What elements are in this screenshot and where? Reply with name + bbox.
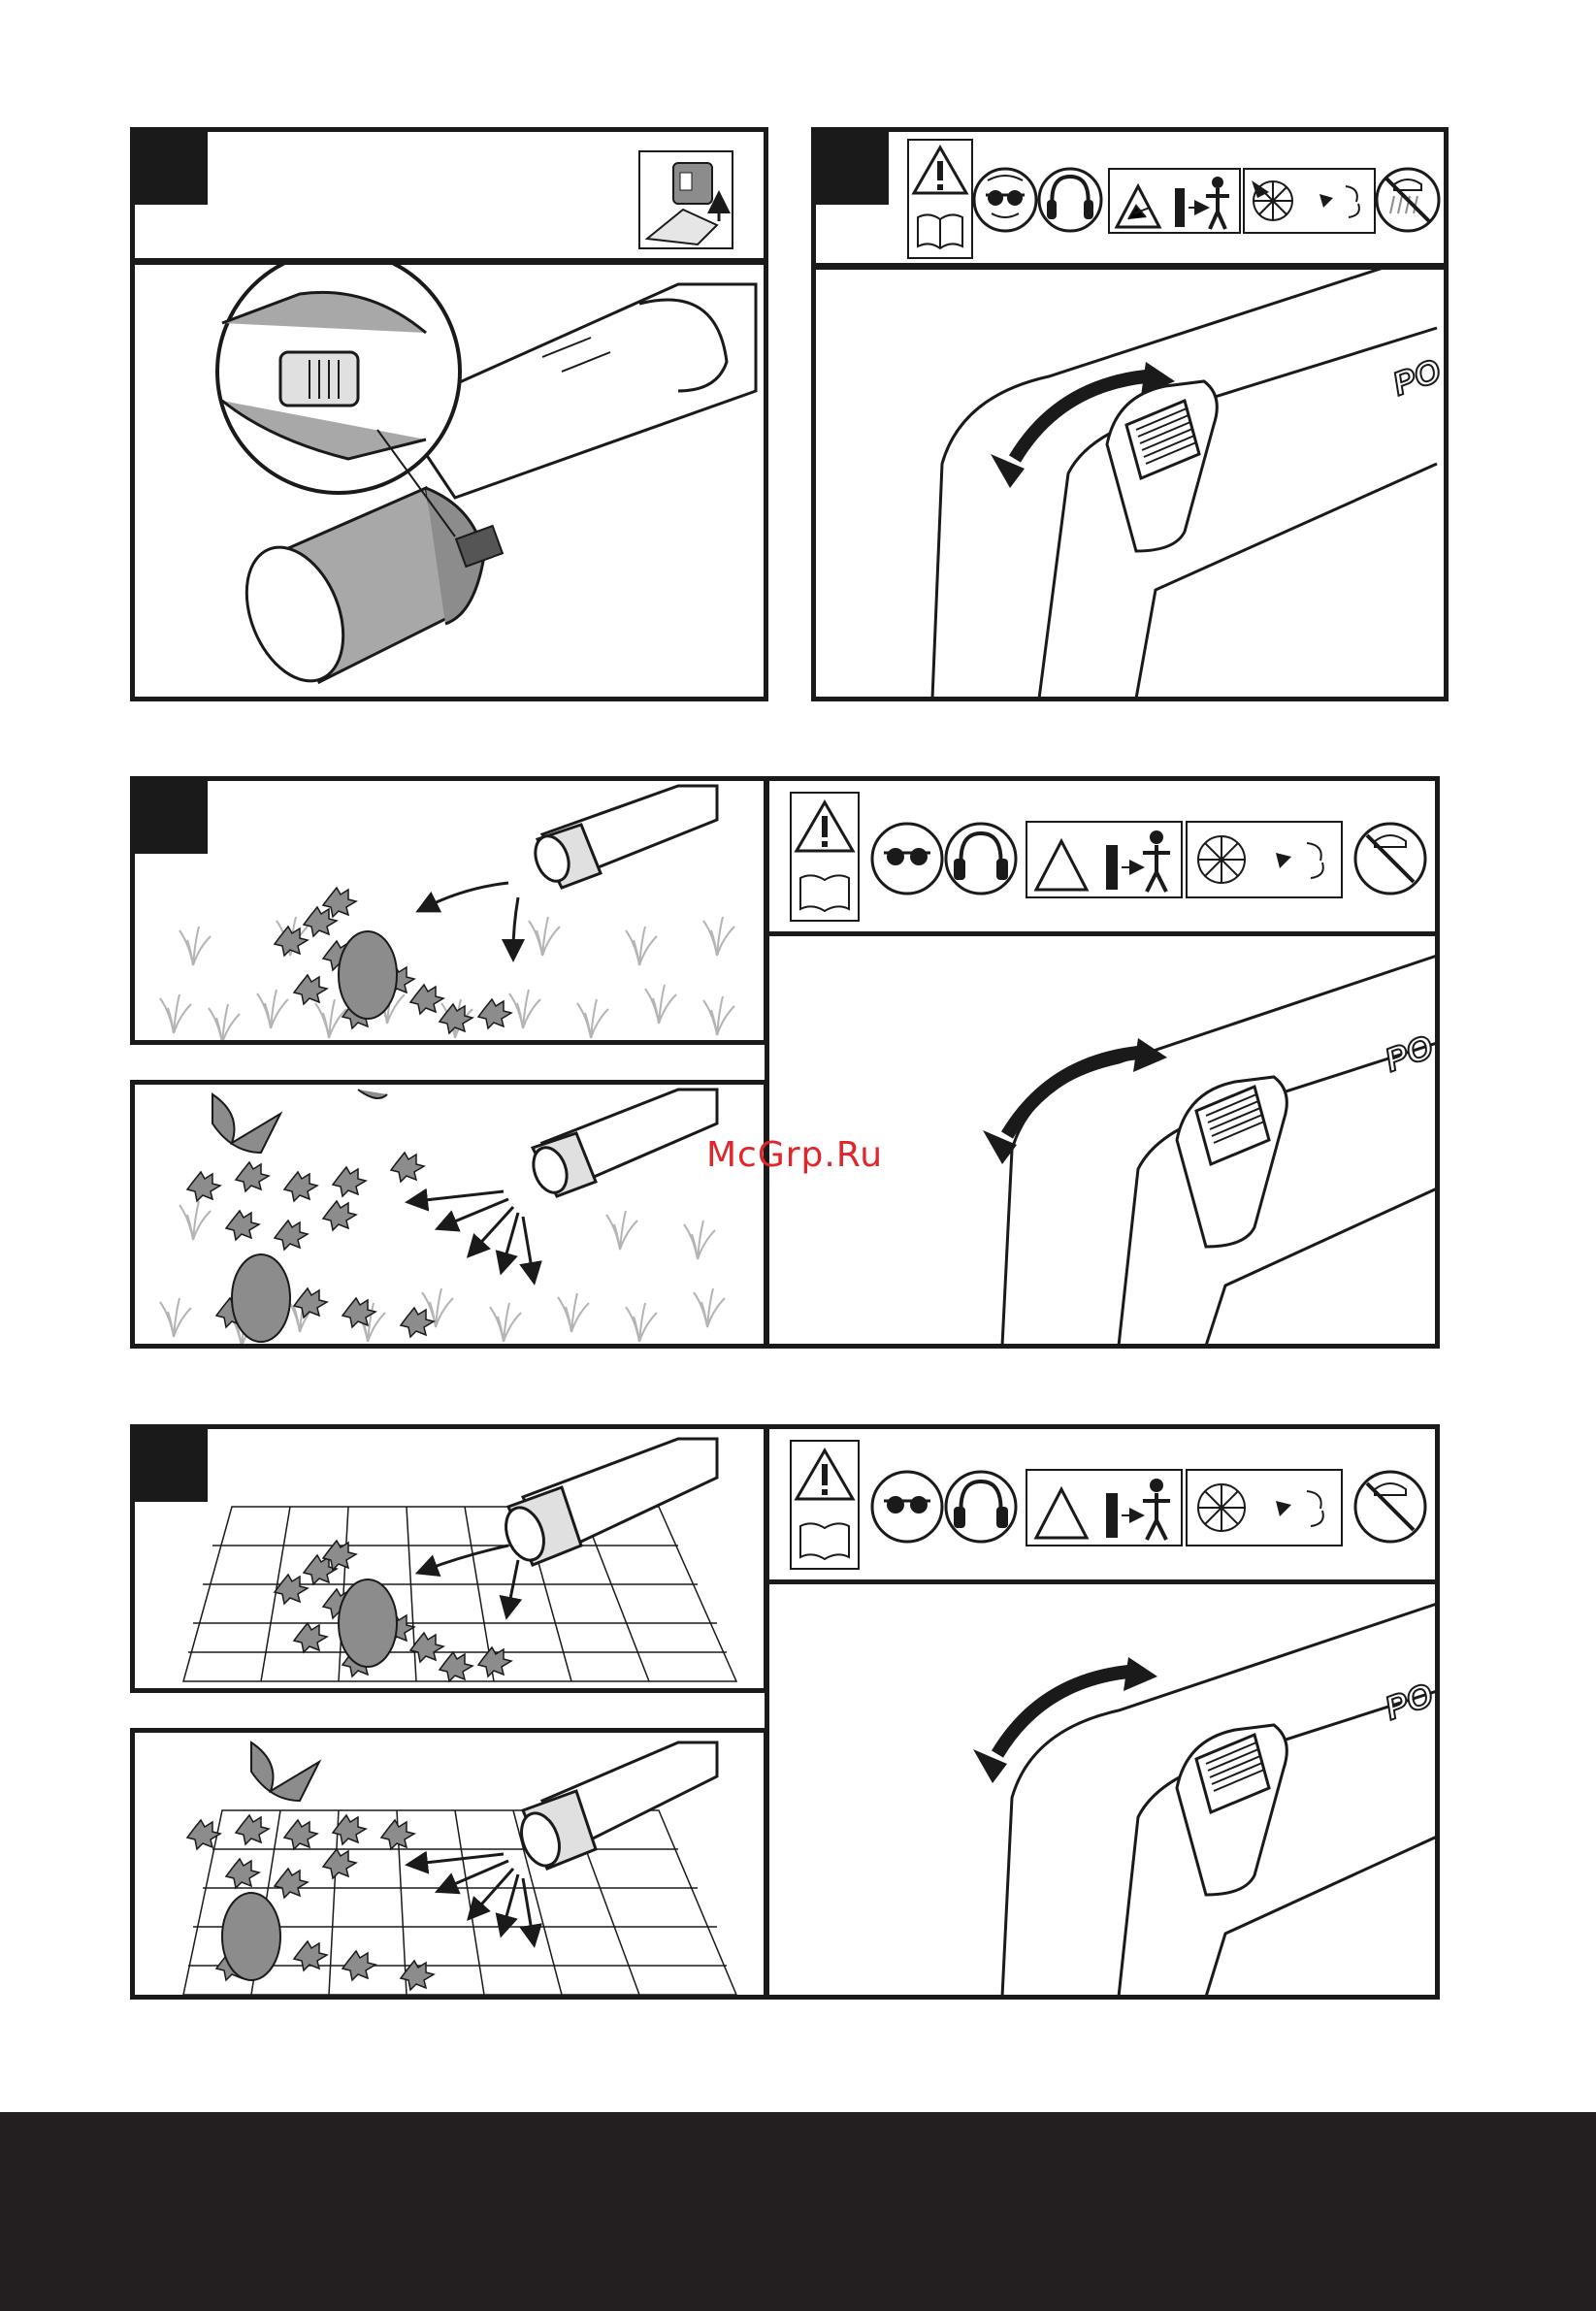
safety-warnings-bar-2 [765,776,1440,936]
svg-text:PO: PO [1388,352,1446,404]
blow-leaves-paving-low-panel [130,1424,768,1693]
blow-leaves-paving-high-panel [130,1728,768,2000]
battery-insert-thumbnail-icon [135,132,765,260]
watermark-text: McGrp.Ru [706,1135,883,1175]
svg-text:PO: PO [1381,1676,1437,1728]
blow-leaves-grass-high-panel [130,1080,768,1349]
safety-warnings-bar [811,127,1449,268]
safety-warnings-bar-3 [765,1424,1440,1584]
footer-bar [0,2112,1596,2311]
nozzle-lock-illustration [130,260,768,701]
svg-text:PO: PO [1381,1028,1437,1080]
step-header-frame [130,127,768,263]
power-switch-illustration-3: PO [765,1579,1440,2000]
power-switch-illustration: PO [811,265,1449,701]
blow-leaves-grass-low-panel [130,776,768,1045]
